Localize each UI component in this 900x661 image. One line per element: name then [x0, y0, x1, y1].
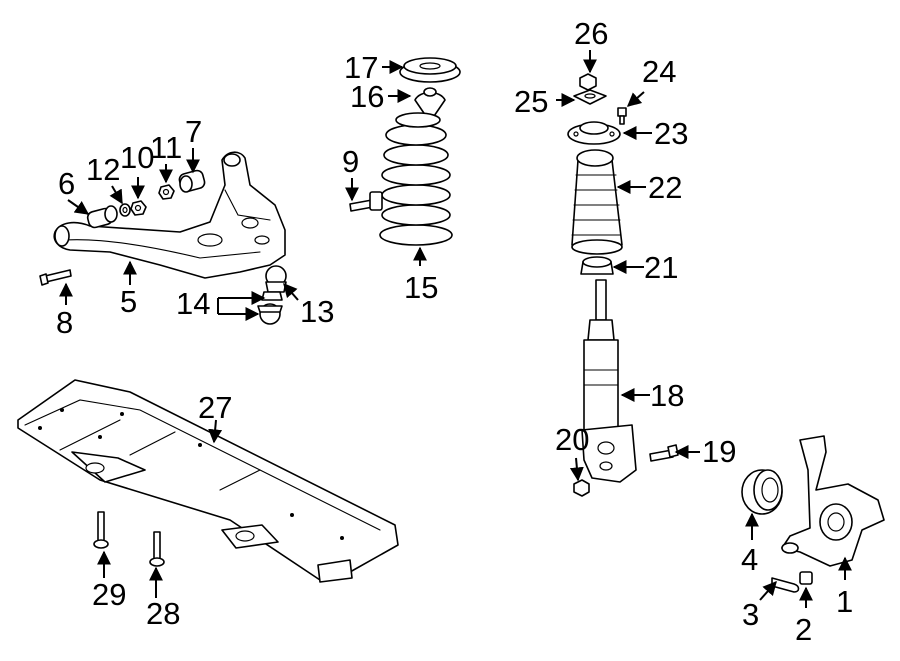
callout-19: 19 — [702, 434, 736, 469]
callout-15: 15 — [404, 270, 438, 305]
bolt-24 — [617, 107, 627, 125]
nut-26 — [579, 73, 597, 91]
coil-spring — [379, 112, 453, 246]
bearing-4 — [741, 469, 783, 515]
bolt-9 — [349, 191, 383, 212]
cotter-pin-3 — [771, 577, 800, 593]
leader-arrows — [59, 50, 852, 608]
bumper-16 — [414, 87, 446, 123]
callout-29: 29 — [92, 577, 126, 612]
strut-mount-23 — [567, 121, 621, 145]
bolt-29 — [93, 511, 109, 549]
ball-joint-parts-14 — [257, 291, 283, 325]
bushing-6 — [86, 205, 118, 229]
bushing-7 — [178, 169, 206, 193]
callout-17: 17 — [344, 50, 378, 85]
strut-18 — [581, 279, 637, 483]
callout-1: 1 — [836, 584, 853, 619]
jounce-bumper-21 — [580, 256, 614, 275]
callout-3: 3 — [742, 597, 759, 632]
callout-9: 9 — [342, 144, 359, 179]
callout-23: 23 — [654, 116, 688, 151]
callout-13: 13 — [300, 294, 334, 329]
callout-10: 10 — [120, 140, 154, 175]
nut-20 — [573, 479, 590, 497]
lower-control-arm — [53, 151, 286, 279]
callout-18: 18 — [650, 378, 684, 413]
callout-20: 20 — [555, 422, 589, 457]
bolt-28 — [149, 531, 165, 567]
nut-2 — [799, 571, 813, 585]
bolt-8 — [39, 269, 72, 286]
callout-16: 16 — [350, 79, 384, 114]
callout-21: 21 — [644, 250, 678, 285]
callout-6: 6 — [58, 166, 75, 201]
callout-25: 25 — [514, 84, 548, 119]
ball-joint-13 — [265, 265, 287, 293]
callout-7: 7 — [185, 114, 202, 149]
callout-8: 8 — [56, 305, 73, 340]
callout-labels: 1 2 3 4 5 6 7 8 9 10 11 12 13 14 15 16 1… — [56, 16, 853, 647]
callout-22: 22 — [648, 170, 682, 205]
callout-11: 11 — [150, 130, 182, 165]
nut-10 — [130, 200, 147, 216]
callout-2: 2 — [795, 612, 812, 647]
callout-24: 24 — [642, 54, 676, 89]
callout-4: 4 — [741, 542, 758, 577]
washer-12 — [119, 203, 131, 217]
callout-28: 28 — [146, 596, 180, 631]
crossmember-27 — [17, 379, 399, 583]
spring-insulator-17 — [399, 57, 461, 83]
callout-12: 12 — [86, 152, 120, 187]
washer-25 — [573, 89, 607, 105]
callout-27: 27 — [198, 390, 232, 425]
dust-boot-22 — [571, 149, 623, 255]
callout-14: 14 — [176, 286, 210, 321]
bolt-19 — [649, 444, 679, 462]
nut-11 — [158, 184, 175, 200]
knuckle-1 — [781, 435, 885, 567]
callout-5: 5 — [120, 284, 137, 319]
callout-26: 26 — [574, 16, 608, 51]
